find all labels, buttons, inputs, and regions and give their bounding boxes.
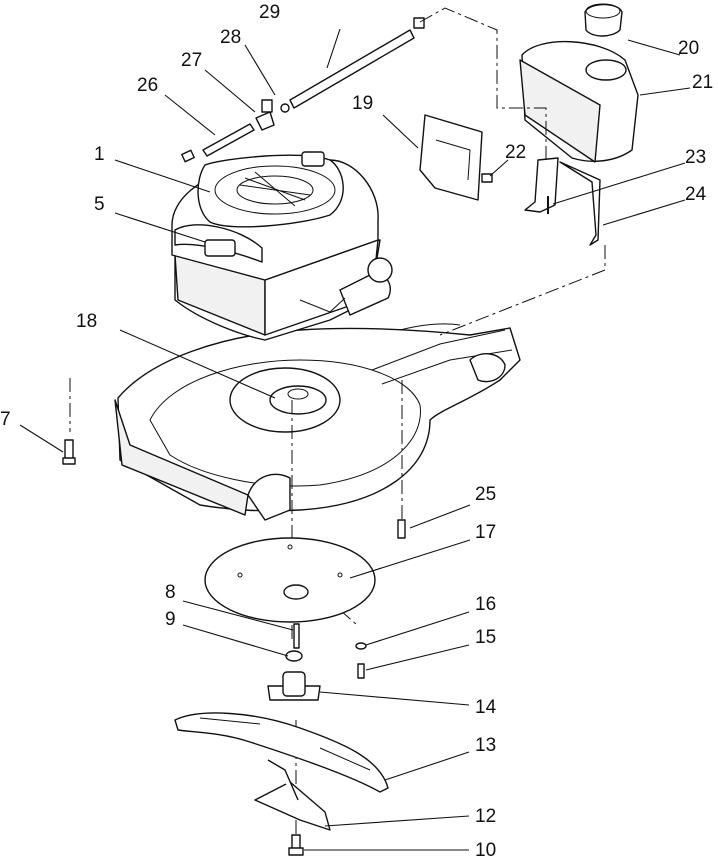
- callout-23: 23: [685, 147, 706, 168]
- hose-clamp: [280, 103, 290, 113]
- callout-26: 26: [137, 75, 158, 96]
- fuel-cap: [584, 3, 623, 37]
- spacer: [285, 650, 303, 662]
- deck-bolt: [62, 439, 76, 465]
- callout-25: 25: [475, 484, 496, 505]
- callout-28: 28: [220, 27, 241, 48]
- engine-pulley: [229, 367, 341, 433]
- fuel-hose-short: [181, 123, 255, 163]
- callout-18: 18: [76, 311, 97, 332]
- engine: [171, 151, 393, 341]
- plate-screw: [357, 663, 365, 679]
- fuel-hose-long: [289, 17, 425, 109]
- blade-stiffener: [254, 759, 331, 831]
- callout-7: 7: [0, 409, 11, 430]
- callout-15: 15: [475, 627, 496, 648]
- callout-22: 22: [505, 142, 526, 163]
- lock-washer: [355, 642, 367, 650]
- callout-12: 12: [475, 806, 496, 827]
- blade: [174, 712, 389, 793]
- callout-9: 9: [165, 609, 176, 630]
- callout-17: 17: [475, 522, 496, 543]
- callout-27: 27: [181, 50, 202, 71]
- callout-16: 16: [475, 594, 496, 615]
- callout-19: 19: [352, 93, 373, 114]
- callout-8: 8: [165, 582, 176, 603]
- callout-14: 14: [475, 697, 497, 718]
- leader-lines: [19, 28, 691, 851]
- plate-nut: [481, 173, 493, 183]
- mounting-plate: [419, 114, 483, 201]
- callout-20: 20: [678, 38, 699, 59]
- fuel-tank-bracket: [524, 157, 601, 246]
- callout-21: 21: [692, 72, 713, 93]
- callout-1: 1: [94, 144, 105, 165]
- key: [293, 623, 300, 649]
- callout-13: 13: [475, 735, 496, 756]
- deck-screw: [397, 519, 406, 539]
- fuel-shutoff-valve: [255, 99, 275, 131]
- blade-adapter: [267, 671, 321, 701]
- callout-10: 10: [475, 840, 496, 861]
- callout-29: 29: [259, 2, 280, 23]
- blade-bolt: [288, 834, 304, 856]
- fuel-tank: [519, 40, 639, 163]
- callout-24: 24: [685, 184, 707, 205]
- callout-5: 5: [94, 194, 105, 215]
- blade-adapter-plate: [204, 537, 376, 623]
